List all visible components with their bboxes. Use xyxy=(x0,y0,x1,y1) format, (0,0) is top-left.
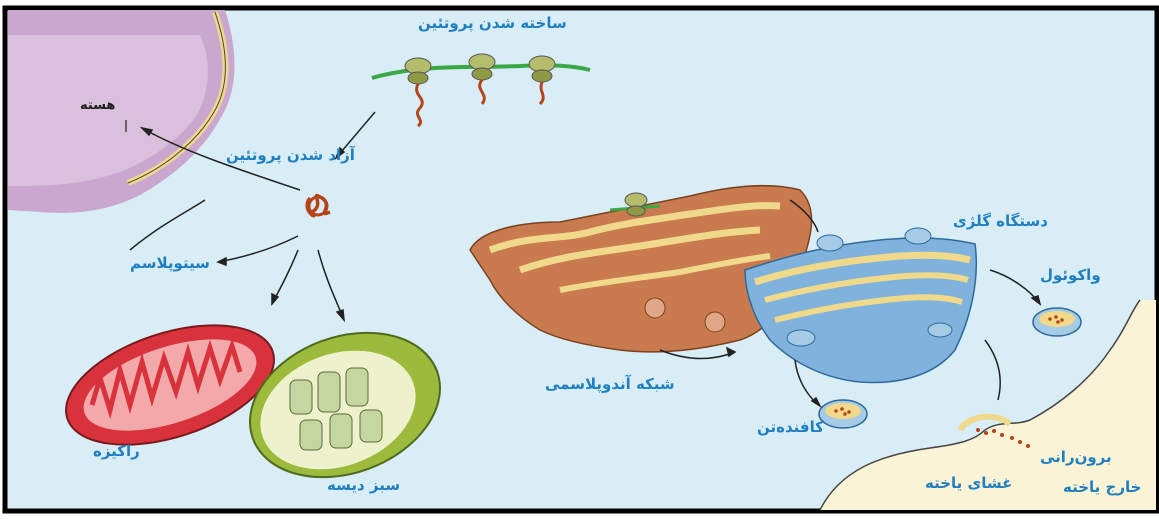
label-protein-release: آزاد شدن پروتئین xyxy=(226,146,355,164)
label-chloroplast: سبز دیسه xyxy=(327,476,400,494)
label-endoplasmic-reticulum: شبکه آندوپلاسمی xyxy=(545,375,675,393)
lysosome-vesicle xyxy=(819,400,867,428)
ribosome-1 xyxy=(405,58,431,84)
label-cytoplasm: سیتوپلاسم xyxy=(130,254,210,272)
label-golgi: دستگاه گلژی xyxy=(953,212,1048,230)
label-protein-synthesis: ساخته شدن پروتئین xyxy=(418,14,567,32)
vacuole-vesicle xyxy=(1033,308,1081,336)
label-lysosome: کافنده‌تن xyxy=(757,418,824,436)
label-nucleus: هسته xyxy=(80,98,115,113)
label-cell-membrane: غشای یاخته xyxy=(925,474,1012,492)
ribosome-3 xyxy=(529,56,555,82)
ribosome-2 xyxy=(469,54,495,80)
label-vacuole: واکوئول xyxy=(1040,266,1101,284)
label-mitochondrion: راکیزه xyxy=(93,442,140,460)
label-outside-cell: خارج یاخته xyxy=(1063,478,1141,496)
label-exocytosis: برون‌رانی xyxy=(1040,448,1112,466)
